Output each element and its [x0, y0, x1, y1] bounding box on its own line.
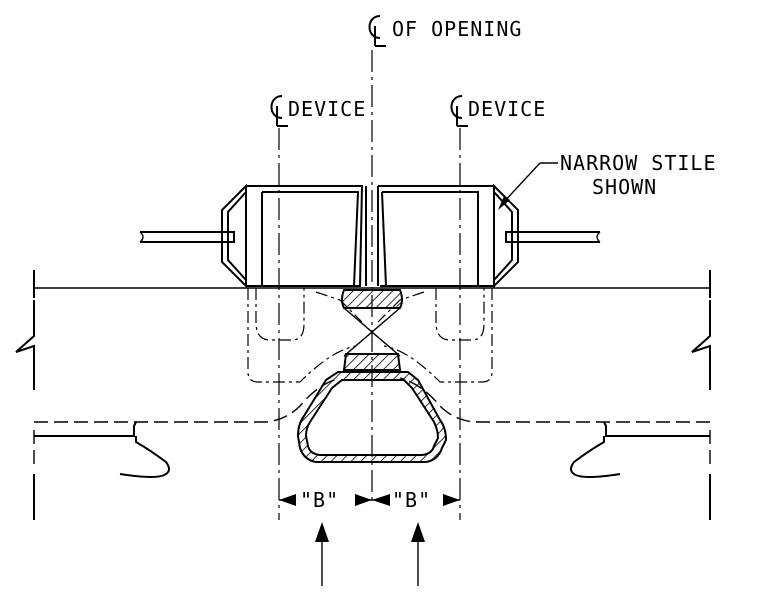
dimension-b-left: [279, 494, 372, 506]
narrow-stile-leader: [498, 162, 558, 210]
floor-profile-right: [570, 421, 711, 520]
break-symbol-left: [15, 300, 35, 390]
strike-upper: [341, 289, 403, 309]
mullion-section: [296, 371, 448, 463]
break-symbol-right: [691, 300, 711, 390]
meeting-stile-gap: [365, 186, 379, 286]
centerline-symbol-opening: [368, 15, 386, 47]
dimension-b-right-label: "B": [392, 488, 431, 512]
floor-profile-left: [33, 421, 170, 520]
threshold-dashed-right: [399, 377, 710, 423]
centerline-opening-label: OF OPENING: [392, 17, 522, 41]
narrow-stile-label-line1: NARROW STILE: [560, 151, 717, 175]
dimension-b-right: [372, 494, 460, 506]
centerline-device-left-label: DEVICE: [288, 97, 366, 121]
door-rail-left: [139, 231, 235, 243]
door-stile-right: [378, 183, 519, 289]
door-stile-left: [221, 183, 364, 289]
narrow-stile-label-line2: SHOWN: [592, 175, 657, 199]
threshold-dashed-left: [34, 377, 341, 423]
centerline-symbol-device-right: [450, 95, 468, 127]
door-rail-right: [505, 231, 601, 243]
arrow-up-right: [411, 522, 425, 586]
latch-path-lines: [343, 307, 401, 357]
arrow-up-left: [315, 522, 329, 586]
hardware-outline-left: [247, 288, 363, 383]
strike-lower: [342, 353, 402, 371]
centerline-device-right-label: DEVICE: [468, 97, 546, 121]
dimension-b-left-label: "B": [300, 488, 339, 512]
centerline-symbol-device-left: [270, 95, 288, 127]
